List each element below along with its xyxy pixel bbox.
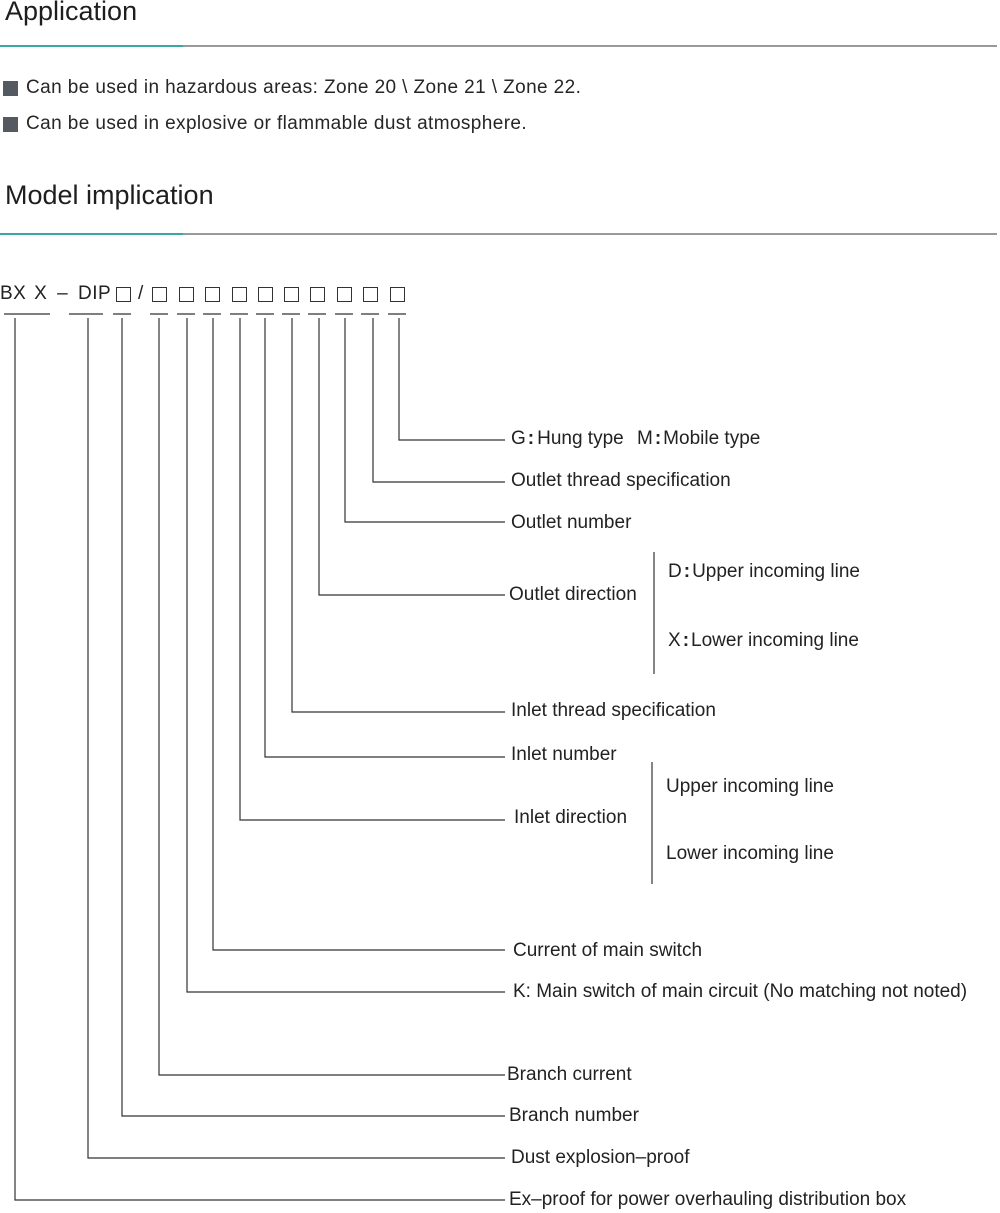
code-placeholder-box	[205, 287, 220, 302]
leader-dust-ex	[87, 318, 505, 1159]
label-outlet-direction: Outlet direction	[509, 584, 637, 605]
code-dip: DIP	[77, 283, 112, 304]
square-bullet-icon	[3, 116, 18, 132]
leader-main-switch-k	[186, 318, 505, 993]
label-outlet-lower: X:Lower incoming line	[668, 630, 859, 652]
leader-hung-mobile	[398, 318, 505, 441]
code-dash: –	[57, 283, 69, 304]
leader-branch-number	[121, 318, 505, 1117]
label-branch-number: Branch number	[509, 1105, 639, 1126]
bullet-text: Can be used in hazardous areas: Zone 20 …	[26, 77, 582, 98]
label-branch-current: Branch current	[507, 1064, 632, 1085]
code-bx: BX	[0, 283, 27, 304]
divider-accent	[0, 45, 183, 47]
label-hung-type: Hung type	[537, 428, 624, 449]
application-list: Can be used in hazardous areas: Zone 20 …	[3, 70, 581, 142]
label-g: G	[511, 428, 526, 449]
leader-inlet-number	[264, 318, 505, 758]
leader-branch-current	[158, 318, 505, 1076]
code-placeholder-box	[152, 287, 167, 302]
leader-inlet-direction	[239, 318, 505, 821]
leader-current-main-switch	[212, 318, 505, 951]
label-lower-incoming: Lower incoming line	[691, 630, 859, 651]
label-colon: :	[682, 630, 690, 651]
model-divider	[0, 233, 997, 235]
label-outlet-thread: Outlet thread specification	[511, 470, 731, 491]
model-code: BX X – DIP	[0, 283, 111, 309]
code-placeholder-box	[310, 287, 325, 302]
label-outlet-number: Outlet number	[511, 512, 632, 533]
code-placeholder-box	[363, 287, 378, 302]
label-main-switch-k: K: Main switch of main circuit (No match…	[513, 981, 968, 1002]
code-placeholder-box	[179, 287, 194, 302]
label-inlet-thread: Inlet thread specification	[511, 700, 716, 721]
leader-outlet-number	[344, 318, 505, 523]
leader-inlet-thread	[291, 318, 505, 713]
list-item: Can be used in hazardous areas: Zone 20 …	[3, 70, 581, 106]
label-d: D	[668, 561, 682, 582]
code-placeholder-box	[284, 287, 299, 302]
label-m: M	[637, 428, 653, 449]
label-x: X	[668, 630, 681, 651]
label-hung-mobile: G:Hung type M:Mobile type	[511, 428, 760, 450]
code-x: X	[34, 283, 48, 304]
label-upper-incoming: Upper incoming line	[692, 561, 860, 582]
model-heading: Model implication	[5, 180, 214, 210]
code-placeholder-box	[116, 287, 131, 302]
label-current-main-switch: Current of main switch	[513, 940, 703, 961]
code-placeholder-box	[337, 287, 352, 302]
label-inlet-number: Inlet number	[511, 744, 617, 765]
label-ex-proof-box: Ex–proof for power overhauling distribut…	[509, 1189, 907, 1210]
label-colon: :	[654, 428, 662, 449]
leader-ex-proof-box	[14, 318, 505, 1201]
bullet-text: Can be used in explosive or flammable du…	[26, 113, 528, 134]
label-outlet-upper: D:Upper incoming line	[668, 561, 860, 583]
code-placeholder-box	[258, 287, 273, 302]
label-colon: :	[527, 428, 535, 449]
code-slash: /	[138, 283, 144, 304]
label-inlet-direction: Inlet direction	[514, 807, 628, 828]
label-mobile-type: Mobile type	[663, 428, 761, 449]
application-heading: Application	[5, 0, 138, 26]
list-item: Can be used in explosive or flammable du…	[3, 106, 581, 142]
code-placeholder-box	[232, 287, 247, 302]
code-placeholder-box	[390, 287, 405, 302]
square-bullet-icon	[3, 80, 18, 96]
leader-outlet-direction	[318, 318, 505, 596]
application-divider	[0, 45, 997, 47]
divider-accent	[0, 233, 183, 235]
leader-outlet-thread	[372, 318, 505, 483]
label-inlet-upper: Upper incoming line	[666, 776, 834, 797]
label-colon: :	[683, 561, 691, 582]
label-dust-ex: Dust explosion–proof	[511, 1147, 690, 1168]
label-inlet-lower: Lower incoming line	[666, 843, 834, 864]
